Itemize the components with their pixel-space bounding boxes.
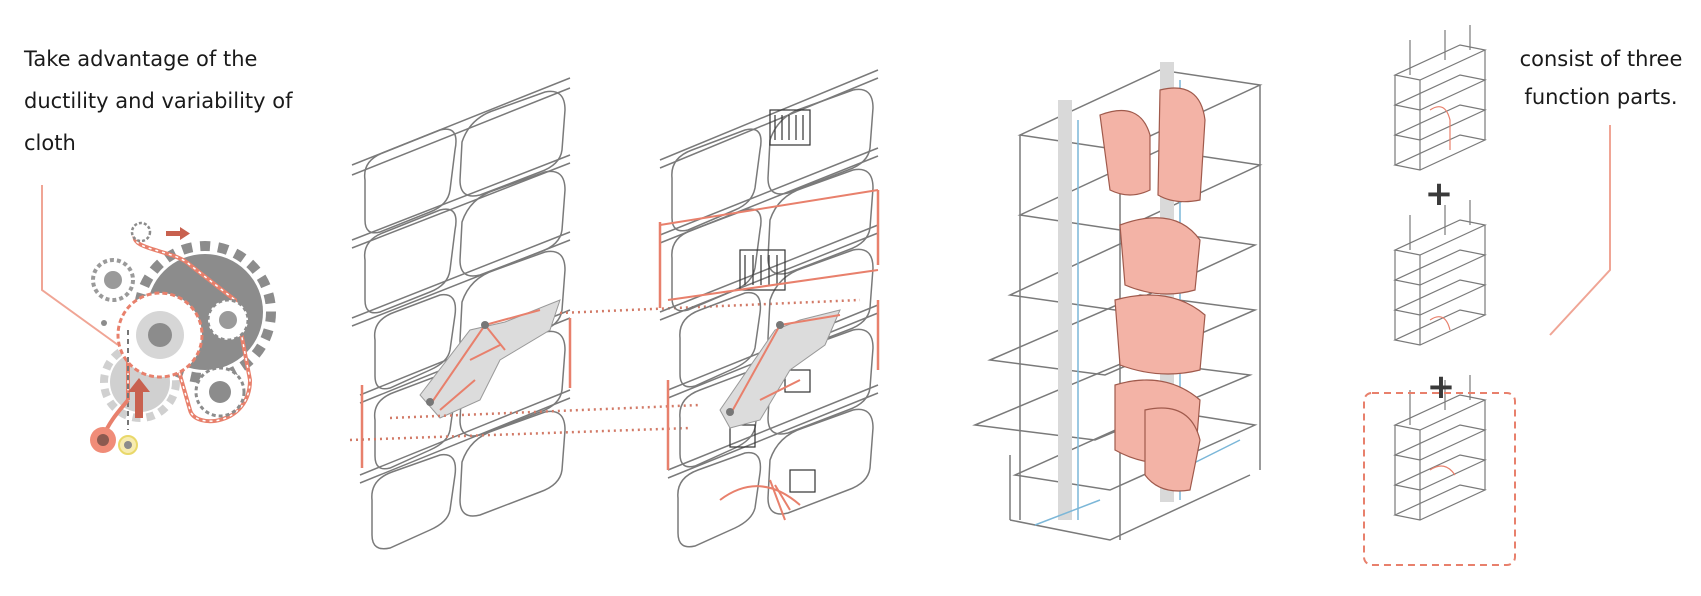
caption-line-1: Take advantage of the [24, 47, 258, 71]
devices-cluster [729, 109, 816, 493]
caption-line-1: consist of three [1519, 47, 1683, 71]
function-part-1 [1393, 25, 1487, 171]
leader-line-right [1549, 125, 1611, 336]
membrane-section-2 [658, 189, 880, 521]
function-part-3 [1393, 375, 1487, 521]
cloth-mechanism [90, 221, 276, 455]
caption-cloth: Take advantage of the ductility and vari… [24, 38, 314, 164]
wall-surface-with-devices [659, 69, 879, 548]
caption-line-3: cloth [24, 131, 76, 155]
function-part-2 [1393, 200, 1487, 346]
plus-sign-1: + [1425, 174, 1454, 214]
caption-function-parts: consist of three function parts. [1506, 40, 1696, 116]
leader-line-left [41, 185, 119, 346]
highlight-frame [1363, 392, 1516, 566]
membrane-section-1 [360, 299, 572, 468]
pink-membranes-building [1099, 87, 1206, 492]
caption-line-2: ductility and variability of [24, 89, 293, 113]
caption-line-2: function parts. [1524, 85, 1678, 109]
plus-sign-2: + [1427, 367, 1456, 407]
